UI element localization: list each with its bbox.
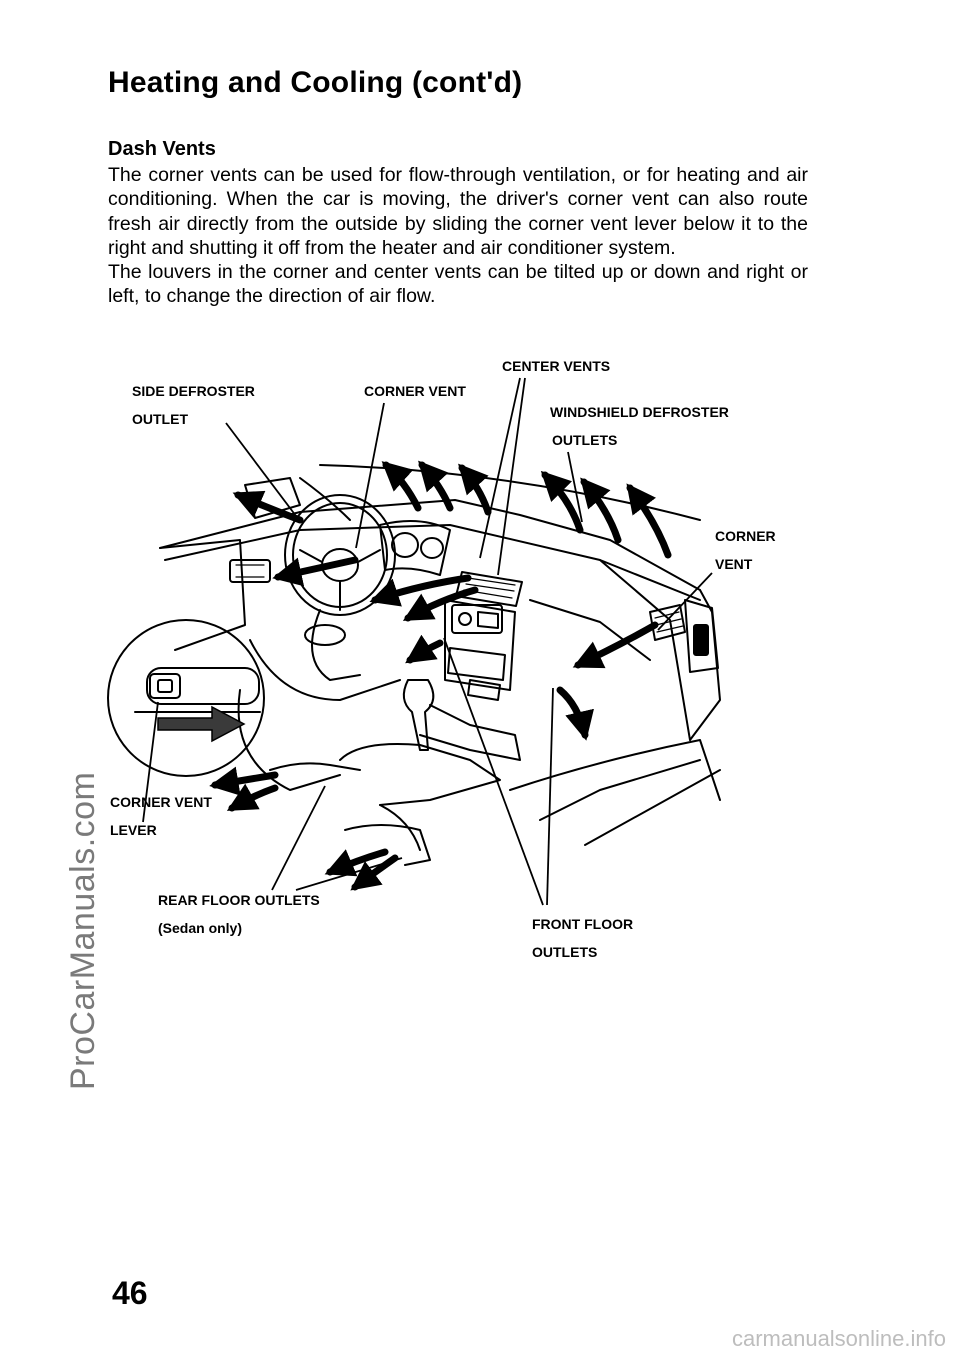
leader-line: [567, 451, 583, 523]
watermark-footer: carmanualsonline.info: [731, 1326, 946, 1351]
leader-line: [479, 377, 521, 559]
corner-vent-lever-inset: [107, 619, 265, 777]
label-front-floor-outlets: FRONT FLOOR OUTLETS: [532, 916, 634, 960]
leader-line: [355, 402, 385, 549]
airflow-arrow: [540, 470, 584, 534]
page-number: 46: [112, 1275, 148, 1311]
paragraph: The corner vents can be used for flow-th…: [108, 164, 808, 259]
steering-wheel: [284, 494, 396, 616]
airflow-arrow: [556, 686, 594, 741]
airflow-arrow: [626, 483, 672, 559]
airflow-arrow: [580, 477, 622, 544]
right-corner-vent-grille: [649, 604, 686, 641]
leader-line: [546, 687, 554, 906]
airflow-arrow: [272, 556, 359, 587]
label-corner-vent-left: CORNER VENT: [364, 383, 466, 399]
page-title: Heating and Cooling (cont'd): [108, 66, 523, 99]
airflow-arrow: [381, 461, 422, 512]
airflow-arrow: [405, 634, 444, 664]
airflow-arrow: [458, 463, 492, 516]
airflow-arrow: [232, 490, 304, 524]
paragraph: The louvers in the corner and center ven…: [108, 261, 808, 308]
label-windshield-defroster-outlets: WINDSHIELD DEFROSTER OUTLETS: [550, 404, 729, 448]
airflow-arrow: [324, 848, 389, 877]
label-center-vents: CENTER VENTS: [502, 358, 611, 374]
label-corner-vent-right: CORNER VENT: [715, 528, 776, 572]
lever-slide-arrow: [157, 705, 246, 743]
center-vents-grille: [455, 571, 523, 607]
leader-line: [497, 377, 526, 576]
leader-line: [142, 701, 159, 823]
airflow-arrow: [402, 586, 479, 622]
airflow-arrow: [572, 621, 659, 669]
leader-line: [657, 572, 713, 631]
label-side-defroster-outlet: SIDE DEFROSTER OUTLET: [132, 383, 255, 427]
watermark-side: ProCarManuals.com: [64, 771, 102, 1090]
leader-line: [295, 857, 403, 891]
airflow-arrow: [226, 783, 279, 812]
label-rear-floor-outlets: REAR FLOOR OUTLETS (Sedan only): [158, 892, 320, 936]
label-corner-vent-lever: CORNER VENT LEVER: [110, 794, 212, 838]
airflow-arrow: [369, 574, 472, 607]
leader-line: [225, 422, 297, 517]
leader-line: [271, 785, 326, 891]
section-heading: Dash Vents: [108, 138, 216, 160]
leader-line: [443, 637, 544, 906]
airflow-arrow: [418, 460, 454, 512]
airflow-arrow: [209, 766, 279, 796]
body-text: The corner vents can be used for flow-th…: [108, 163, 808, 309]
